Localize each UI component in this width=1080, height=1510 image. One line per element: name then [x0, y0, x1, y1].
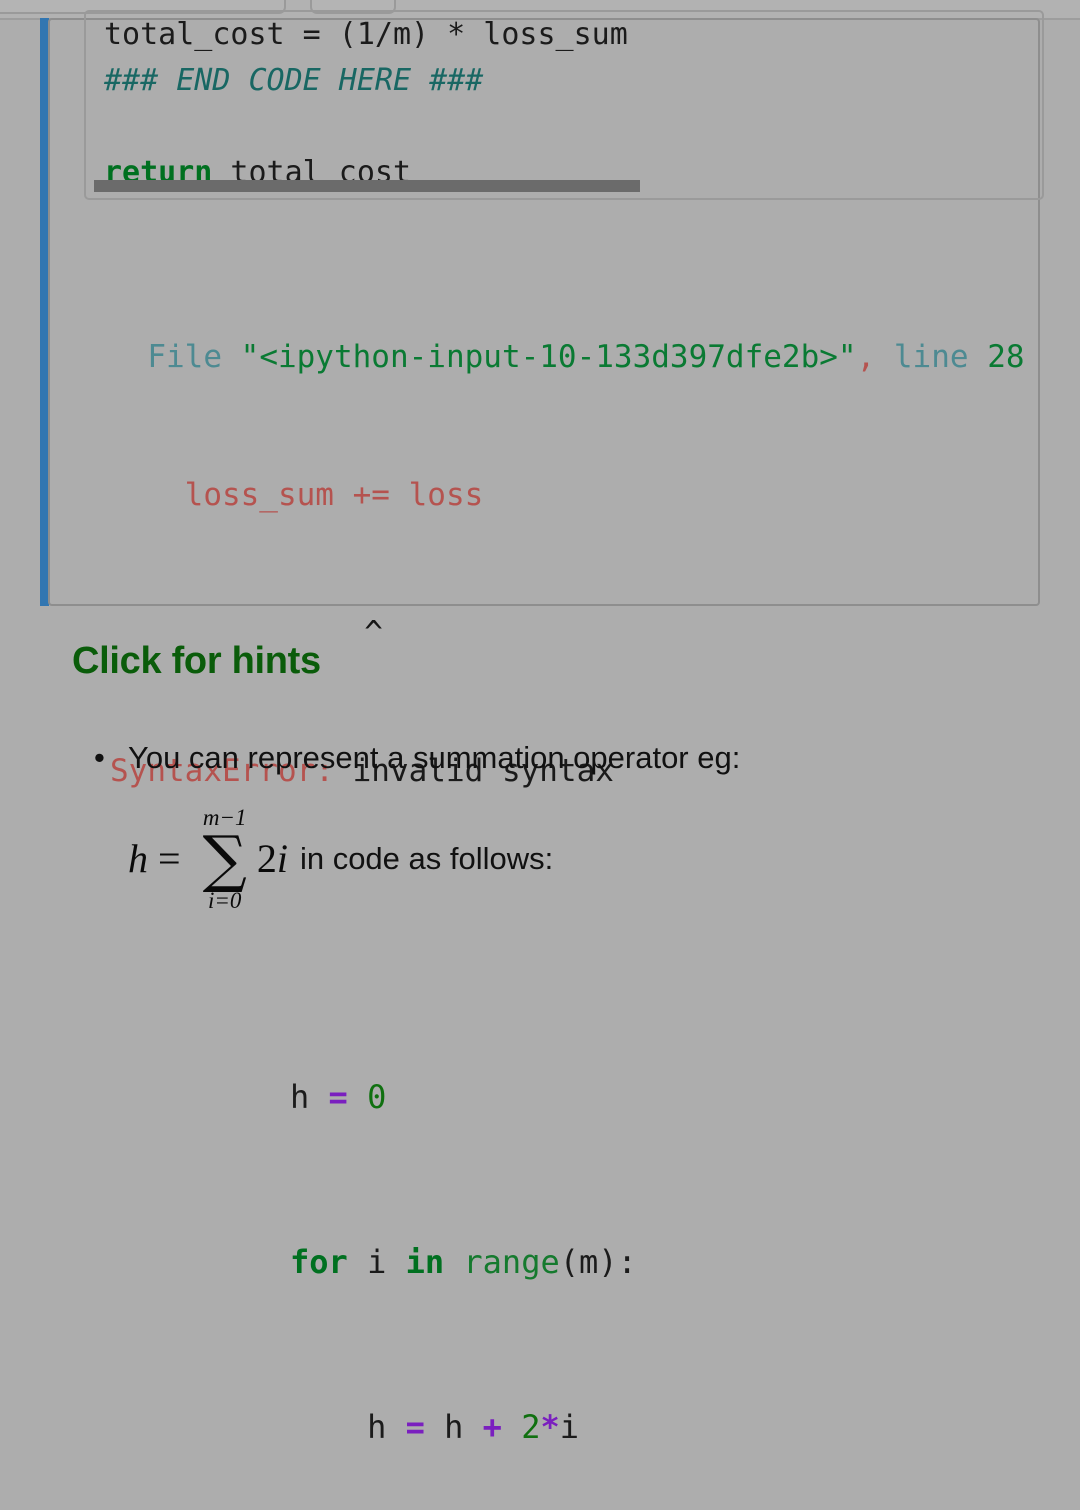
file-comma: , — [856, 339, 876, 375]
formula-equals: = — [158, 835, 181, 881]
cell-selection-bar — [40, 18, 49, 606]
term-variable: i — [276, 835, 288, 881]
clipped-code-text: total_cost = (1/m) * loss_sum — [104, 17, 628, 52]
code-line-comment: ### END CODE HERE ### — [104, 58, 628, 104]
close-paren-colon: ): — [598, 1243, 637, 1281]
h-var-1: h — [290, 1078, 310, 1116]
traceback-file-line: File "<ipython-input-10-133d397dfe2b>", … — [110, 334, 1040, 380]
summation-lower-limit: i=0 — [207, 887, 242, 913]
line-number: 28 — [987, 339, 1025, 375]
code-editor[interactable]: total_cost = (1/m) * loss_sum ### END COD… — [84, 10, 1044, 200]
loop-var: i — [367, 1243, 387, 1281]
caret-marker: ^ — [364, 615, 383, 651]
assign-op-2: = — [405, 1408, 425, 1446]
traceback-source-line: loss_sum += loss — [110, 472, 1040, 518]
range-builtin: range — [463, 1243, 560, 1281]
open-paren: ( — [559, 1243, 579, 1281]
file-keyword: File — [110, 339, 241, 375]
hint-code-line-1: h = 0 — [290, 1070, 637, 1125]
notebook-cell[interactable]: total_cost = (1/m) * loss_sum ### END COD… — [26, 10, 1044, 789]
hints-list: • You can represent a summation operator… — [72, 736, 1068, 912]
cell-frame: total_cost = (1/m) * loss_sum ### END COD… — [48, 10, 1044, 789]
code-line-clipped: total_cost = (1/m) * loss_sum — [104, 12, 628, 58]
term-coefficient: 2 — [256, 835, 277, 881]
for-keyword: for — [290, 1243, 348, 1281]
h-var-3: h — [444, 1408, 464, 1446]
file-path: "<ipython-input-10-133d397dfe2b>" — [240, 339, 857, 375]
h-var-2: h — [367, 1408, 387, 1446]
sigma-icon: ∑ — [202, 822, 247, 895]
hint-item-text: You can represent a summation operator e… — [128, 740, 741, 775]
two-literal: 2 — [521, 1408, 541, 1446]
hint-code-block: h = 0 for i in range(m): h = h + 2*i — [290, 960, 637, 1510]
zero-literal: 0 — [367, 1078, 387, 1116]
plus-op: + — [482, 1408, 502, 1446]
code-editor-content[interactable]: total_cost = (1/m) * loss_sum ### END COD… — [86, 12, 628, 196]
hint-code-line-3: h = h + 2*i — [290, 1400, 637, 1455]
bullet-icon: • — [94, 740, 105, 775]
summation-upper-limit: m−1 — [202, 805, 247, 830]
assign-op-1: = — [328, 1078, 348, 1116]
i-var: i — [559, 1408, 579, 1446]
end-code-comment: ### END CODE HERE ### — [104, 63, 484, 98]
hint-code-line-2: for i in range(m): — [290, 1235, 637, 1290]
line-keyword: line — [875, 339, 988, 375]
formula-lhs: h — [128, 835, 148, 881]
range-arg: m — [578, 1243, 599, 1281]
multiply-op: * — [540, 1408, 560, 1446]
horizontal-scrollbar[interactable] — [94, 180, 1026, 192]
cell-output-traceback: File "<ipython-input-10-133d397dfe2b>", … — [110, 242, 1040, 886]
summation-term: 2i — [256, 835, 288, 881]
summation-formula: h = m−1 ∑ i=0 2i in code as follows: — [128, 806, 1068, 912]
traceback-caret-line: ^ — [110, 610, 1040, 656]
source-line-text: loss_sum += loss — [110, 477, 484, 513]
hints-heading[interactable]: Click for hints — [72, 640, 321, 682]
code-line-blank — [104, 104, 628, 150]
traceback-error-line: SyntaxError: invalid syntax — [110, 748, 1040, 794]
error-type: SyntaxError: — [110, 753, 334, 789]
formula-tail-text: in code as follows: — [299, 840, 554, 876]
horizontal-scrollbar-thumb[interactable] — [94, 180, 640, 192]
list-item: • You can represent a summation operator… — [94, 736, 1068, 912]
summation-operator: m−1 ∑ i=0 — [203, 806, 247, 912]
error-message: invalid syntax — [333, 753, 614, 789]
in-keyword: in — [405, 1243, 445, 1281]
